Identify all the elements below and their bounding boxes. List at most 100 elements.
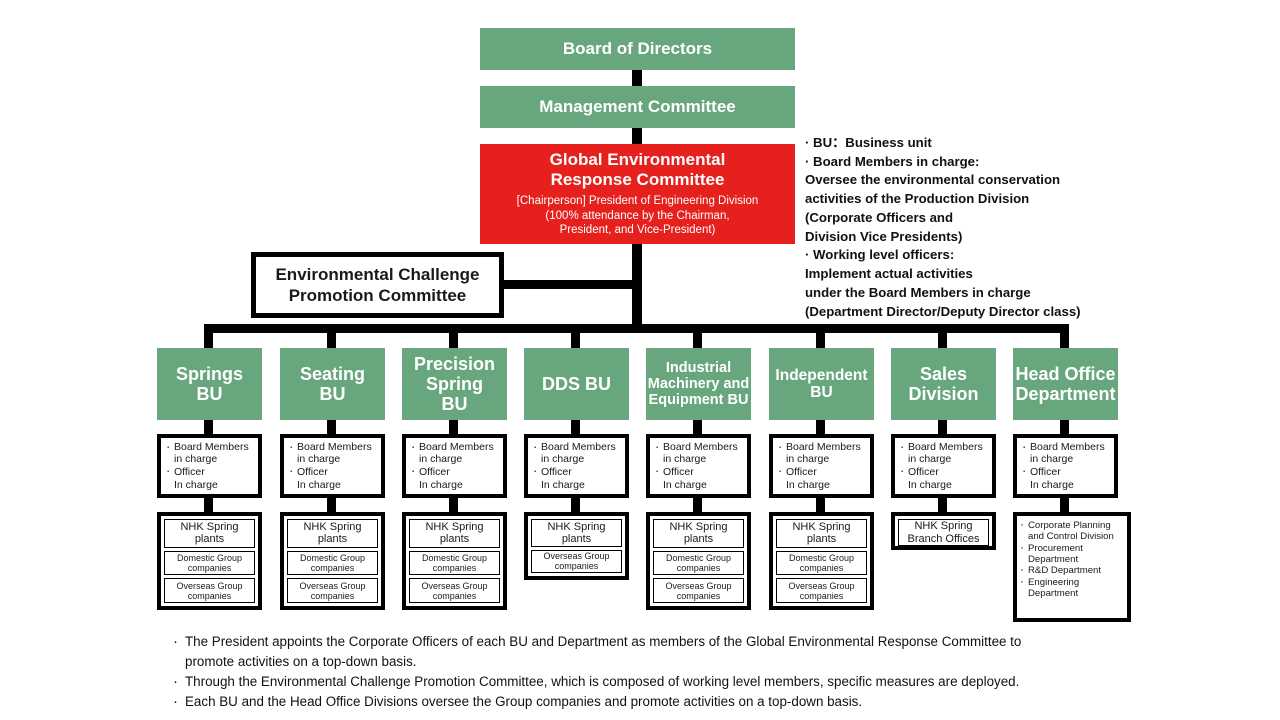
- connector-drop-springs-bu: [204, 324, 213, 348]
- entity-cell: Domestic Group companies: [653, 550, 744, 576]
- members-box-sales-division: Board Members in charge Officer In charg…: [891, 434, 996, 498]
- connector-gerc-trunk: [632, 244, 642, 330]
- entities-box-sales-division: NHK Spring Branch Offices: [891, 512, 996, 550]
- connector-independent-bu-to-entities: [816, 498, 825, 512]
- connector-precision-spring-bu-to-entities: [449, 498, 458, 512]
- members-box-precision-spring-bu: Board Members in charge Officer In charg…: [402, 434, 507, 498]
- connector-drop-sales-division: [938, 324, 947, 348]
- entities-box-seating-bu: NHK Spring plants Domestic Group compani…: [280, 512, 385, 610]
- connector-dds-bu-to-members: [571, 420, 580, 434]
- node-management-committee: Management Committee: [480, 86, 795, 128]
- connector-independent-bu-to-members: [816, 420, 825, 434]
- entities-box-industrial-machinery-bu: NHK Spring plants Domestic Group compani…: [646, 512, 751, 610]
- connector-industrial-machinery-bu-to-entities: [693, 498, 702, 512]
- members-box-dds-bu: Board Members in charge Officer In charg…: [524, 434, 629, 498]
- member-item: Board Members in charge: [165, 440, 254, 465]
- footnote-item: Each BU and the Head Office Divisions ov…: [172, 691, 1172, 714]
- node-board-of-directors: Board of Directors: [480, 28, 795, 70]
- node-environmental-challenge-promotion-committee: Environmental Challenge Promotion Commit…: [251, 252, 504, 318]
- member-item: Officer In charge: [165, 464, 254, 490]
- entity-cell: NHK Spring plants: [776, 519, 867, 548]
- footnote-item: Through the Environmental Challenge Prom…: [172, 671, 1172, 694]
- member-item: Board Members in charge: [532, 440, 621, 465]
- member-item: Board Members in charge: [777, 440, 866, 465]
- node-sales-division: Sales Division: [891, 348, 996, 420]
- entity-cell: NHK Spring plants: [653, 519, 744, 548]
- connector-mc-to-gerc: [632, 128, 642, 144]
- node-global-environmental-response-committee: Global Environmental Response Committee …: [480, 144, 795, 244]
- department-item: R&D Department: [1020, 563, 1124, 576]
- member-item: Officer In charge: [1021, 464, 1110, 490]
- connector-drop-head-office-department: [1060, 324, 1069, 348]
- departments-box-head-office-department: Corporate Planning and Control Division …: [1013, 512, 1131, 622]
- connector-springs-bu-to-members: [204, 420, 213, 434]
- connector-precision-spring-bu-to-members: [449, 420, 458, 434]
- department-item: Engineering Department: [1020, 575, 1124, 600]
- member-item: Officer In charge: [654, 464, 743, 490]
- member-item: Board Members in charge: [1021, 440, 1110, 465]
- gerc-subtitle: [Chairperson] President of Engineering D…: [516, 194, 759, 237]
- members-box-springs-bu: Board Members in charge Officer In charg…: [157, 434, 262, 498]
- connector-head-office-department-to-members: [1060, 420, 1069, 434]
- entity-cell: Overseas Group companies: [776, 578, 867, 604]
- department-item: Corporate Planning and Control Division: [1020, 518, 1124, 543]
- entity-cell: NHK Spring plants: [287, 519, 378, 548]
- member-item: Officer In charge: [410, 464, 499, 490]
- entity-cell: Overseas Group companies: [409, 578, 500, 604]
- member-item: Board Members in charge: [288, 440, 377, 465]
- entity-cell: NHK Spring plants: [531, 519, 622, 547]
- connector-drop-industrial-machinery-bu: [693, 324, 702, 348]
- connector-springs-bu-to-entities: [204, 498, 213, 512]
- connector-sales-division-to-members: [938, 420, 947, 434]
- footnotes: The President appoints the Corporate Off…: [172, 631, 1172, 714]
- node-seating-bu: Seating BU: [280, 348, 385, 420]
- entities-box-precision-spring-bu: NHK Spring plants Domestic Group compani…: [402, 512, 507, 610]
- connector-industrial-machinery-bu-to-members: [693, 420, 702, 434]
- entity-cell: Overseas Group companies: [531, 549, 622, 573]
- member-item: Board Members in charge: [654, 440, 743, 465]
- connector-seating-bu-to-members: [327, 420, 336, 434]
- entities-box-springs-bu: NHK Spring plants Domestic Group compani…: [157, 512, 262, 610]
- node-independent-bu: Independent BU: [769, 348, 874, 420]
- member-item: Officer In charge: [532, 464, 621, 490]
- entity-cell: NHK Spring plants: [409, 519, 500, 548]
- entity-cell: NHK Spring Branch Offices: [898, 519, 989, 547]
- entity-cell: Overseas Group companies: [287, 578, 378, 604]
- entity-cell: NHK Spring plants: [164, 519, 255, 548]
- member-item: Officer In charge: [899, 464, 988, 490]
- entity-cell: Overseas Group companies: [164, 578, 255, 604]
- footnote-item: The President appoints the Corporate Off…: [172, 631, 1172, 672]
- connector-seating-bu-to-entities: [327, 498, 336, 512]
- department-item: Procurement Department: [1020, 541, 1124, 566]
- node-precision-spring-bu: Precision Spring BU: [402, 348, 507, 420]
- legend-notes: · BU：Business unit · Board Members in ch…: [805, 135, 1081, 319]
- members-box-independent-bu: Board Members in charge Officer In charg…: [769, 434, 874, 498]
- entities-box-independent-bu: NHK Spring plants Domestic Group compani…: [769, 512, 874, 610]
- entities-box-dds-bu: NHK Spring plants Overseas Group compani…: [524, 512, 629, 580]
- node-springs-bu: Springs BU: [157, 348, 262, 420]
- connector-dds-bu-to-entities: [571, 498, 580, 512]
- members-box-head-office-department: Board Members in charge Officer In charg…: [1013, 434, 1118, 498]
- gerc-title: Global Environmental Response Committee: [549, 150, 726, 190]
- connector-head-office-department-to-departments: [1060, 498, 1069, 512]
- connector-drop-dds-bu: [571, 324, 580, 348]
- member-item: Officer In charge: [288, 464, 377, 490]
- node-head-office-department: Head Office Department: [1013, 348, 1118, 420]
- members-box-industrial-machinery-bu: Board Members in charge Officer In charg…: [646, 434, 751, 498]
- connector-sales-division-to-entities: [938, 498, 947, 512]
- entity-cell: Domestic Group companies: [409, 550, 500, 576]
- connector-drop-independent-bu: [816, 324, 825, 348]
- members-box-seating-bu: Board Members in charge Officer In charg…: [280, 434, 385, 498]
- entity-cell: Domestic Group companies: [776, 550, 867, 576]
- member-item: Board Members in charge: [899, 440, 988, 465]
- entity-cell: Overseas Group companies: [653, 578, 744, 604]
- node-industrial-machinery-and-equipment-bu: Industrial Machinery and Equipment BU: [646, 348, 751, 420]
- connector-ecpc-to-trunk: [503, 280, 637, 289]
- member-item: Officer In charge: [777, 464, 866, 490]
- connector-bod-to-mc: [632, 70, 642, 86]
- entity-cell: Domestic Group companies: [287, 550, 378, 576]
- connector-drop-seating-bu: [327, 324, 336, 348]
- node-dds-bu: DDS BU: [524, 348, 629, 420]
- connector-drop-precision-spring-bu: [449, 324, 458, 348]
